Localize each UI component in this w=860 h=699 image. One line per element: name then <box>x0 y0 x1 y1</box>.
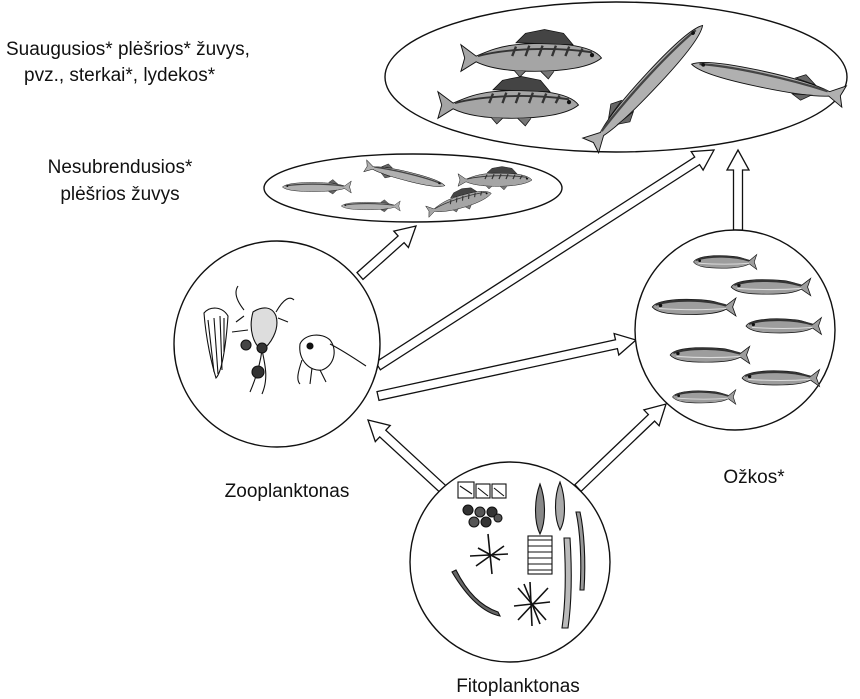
label-adult-predators-line2: pvz., sterkai*, lydekos* <box>24 65 216 86</box>
arrow-zooplankton-to-juvenile <box>357 226 416 279</box>
arrow-smelt-to-adult <box>727 150 749 230</box>
zooplankton-circle <box>174 241 380 447</box>
label-phytoplankton: Fitoplanktonas <box>456 676 580 697</box>
label-adult-predators-line1: Suaugusios* plėšrios* žuvys, <box>6 39 250 60</box>
arrow-phyto-to-smelt <box>575 404 666 491</box>
label-juvenile-predators-line1: Nesubrendusios* <box>48 157 193 178</box>
label-zooplankton: Zooplanktonas <box>225 481 350 502</box>
label-smelt: Ožkos* <box>723 467 785 488</box>
arrow-phyto-to-zooplankton <box>368 420 447 493</box>
phytoplankton-circle <box>410 462 610 662</box>
label-juvenile-predators-line2: plėšrios žuvys <box>60 184 179 205</box>
